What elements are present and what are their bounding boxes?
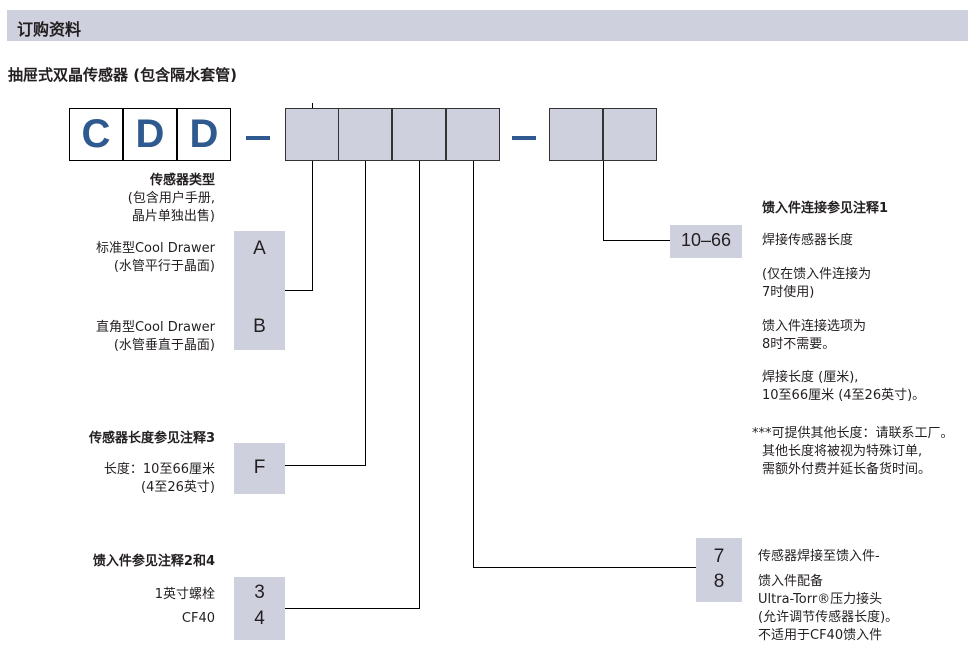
connector-line [285,608,420,609]
connector-line [603,240,670,241]
line: (仅在馈入件连接为 [762,267,872,282]
sensor-type-note: 晶片单独出售) [131,209,215,224]
length-heading: 传感器长度参见注释3 [88,431,215,446]
option-3-label: 1英寸螺栓 [154,587,215,602]
connection-text: 馈入件连接选项为 8时不需要。 [762,318,866,354]
connector-line [312,161,313,291]
connector-line [285,465,366,466]
code-3: 3 [254,582,265,603]
connector-line [285,290,313,291]
line: 其他长度将被视为特殊订单, [762,444,923,459]
option-box-34 [234,577,285,640]
connector-line [473,161,474,568]
connection-text: 焊接长度 (厘米), 10至66厘米 (4至26英寸)。 [762,369,925,405]
option-box-ab [234,231,285,350]
option-4-label: CF40 [181,611,215,626]
line: 7时使用) [762,285,815,300]
option-b-label: 直角型Cool Drawer (水管垂直于晶面) [96,319,215,355]
slot-sensor-type [285,108,339,161]
line: (允许调节传感器长度)。 [758,610,899,625]
line: 不适用于CF40馈入件 [758,628,883,643]
line: ***可提供其他长度：请联系工厂。 [752,426,954,441]
line: 10至66厘米 (4至26英寸)。 [762,388,926,403]
label: (水管垂直于晶面) [113,338,215,353]
label: 直角型Cool Drawer [95,320,215,335]
sensor-type-note: (包含用户手册, [127,191,215,206]
slot-connection-1 [549,108,603,161]
code-7: 7 [713,546,725,567]
label: (水管平行于晶面) [113,259,215,274]
label: 标准型Cool Drawer [95,241,215,256]
line: 馈入件配备 [758,574,824,589]
label: (4至26英寸) [141,480,215,495]
code-10-66: 10–66 [680,230,732,250]
option-box-78 [696,538,742,602]
line: 8时不需要。 [762,337,836,352]
line: 焊接长度 (厘米), [762,370,859,385]
code-4: 4 [254,608,265,629]
code-b: B [253,316,266,337]
section-header: 订购资料 [7,10,968,41]
connector-line [603,161,604,241]
connector-line [419,161,420,609]
line: 需额外付费并延长备货时间。 [762,462,932,477]
code-a: A [253,238,266,259]
weld-text: 传感器焊接至馈入件- 馈入件配备 Ultra-Torr®压力接头 (允许调节传感… [758,548,898,645]
connector-line [312,103,313,108]
line: 传感器焊接至馈入件- [758,549,880,564]
connection-text: 焊接传感器长度 [762,233,854,248]
option-a-label: 标准型Cool Drawer (水管平行于晶面) [96,240,215,276]
prefix-c: C [69,108,123,161]
section-title: 订购资料 [17,20,82,39]
connection-footnote: ***可提供其他长度：请联系工厂。其他长度将被视为特殊订单, 需额外付费并延长备货… [752,425,954,479]
connector-line [473,567,696,568]
line: 馈入件连接选项为 [762,319,867,334]
option-box-10-66 [670,225,742,258]
line: Ultra-Torr®压力接头 [758,592,883,607]
slot-feedthrough [392,108,446,161]
code-8: 8 [713,571,725,592]
connection-text: (仅在馈入件连接为 7时使用) [762,266,871,302]
slot-connection-2 [603,108,657,161]
connector-line [365,161,366,466]
length-label: 长度：10至66厘米 (4至26英寸) [104,461,215,497]
dash [246,136,270,140]
product-title: 抽屉式双晶传感器 (包含隔水套管) [8,66,237,84]
connection-heading: 馈入件连接参见注释1 [762,201,889,216]
prefix-d1: D [123,108,177,161]
dash [512,136,536,140]
sensor-type-block: 传感器类型 (包含用户手册, 晶片单独出售) [128,172,215,226]
code-f: F [253,457,266,478]
option-box-f [234,443,285,494]
sensor-type-heading: 传感器类型 [149,173,215,188]
feedthrough-heading: 馈入件参见注释2和4 [92,554,215,569]
label: 长度：10至66厘米 [103,462,215,477]
slot-weld [446,108,500,161]
prefix-d2: D [177,108,231,161]
slot-sensor-length [338,108,392,161]
